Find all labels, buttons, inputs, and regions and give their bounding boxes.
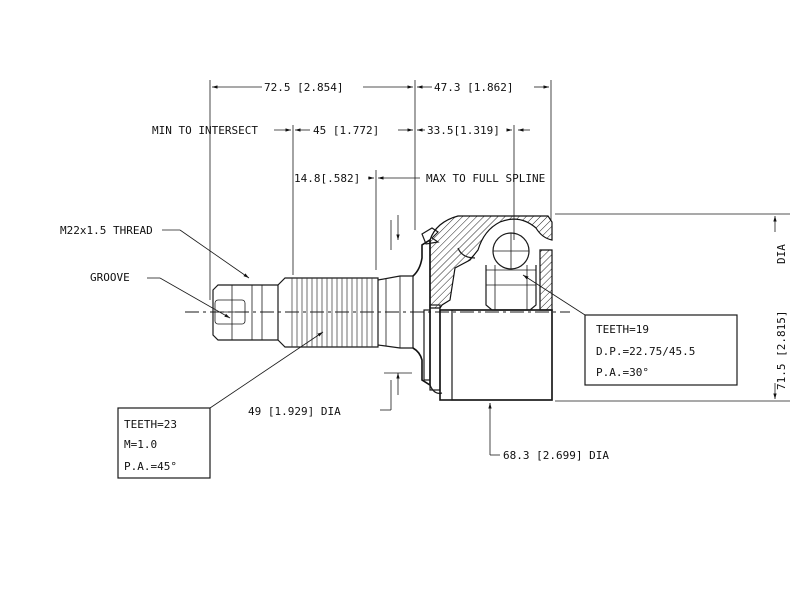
dim-row-2: MIN TO INTERSECT 45 [1.772] 33.5[1.319]: [152, 124, 530, 137]
min-to-intersect-label: MIN TO INTERSECT: [152, 124, 258, 137]
teeth-right-pressure-angle: P.A.=30°: [596, 366, 649, 379]
dim-row-1: 72.5 [2.854] 47.3 [1.862]: [212, 81, 549, 94]
teeth-right-callout: TEETH=19 D.P.=22.75/45.5 P.A.=30°: [522, 274, 738, 386]
dim-45: 45 [1.772]: [313, 124, 379, 137]
dim-71-5-label: 71.5 [2.815]: [775, 311, 788, 390]
dim-68-3-label: 68.3 [2.699] DIA: [503, 449, 609, 462]
outer-bell: [429, 215, 553, 311]
dim-49-dia: 49 [1.929] DIA: [248, 372, 412, 418]
teeth-left-callout: TEETH=23 M=1.0 P.A.=45°: [117, 331, 324, 479]
spline-section: [277, 277, 379, 348]
thread-callout: M22x1.5 THREAD: [60, 224, 250, 279]
groove-callout: GROOVE: [90, 271, 231, 319]
dim-68-3-dia: 68.3 [2.699] DIA: [488, 403, 609, 462]
max-to-full-spline-label: MAX TO FULL SPLINE: [426, 172, 545, 185]
dim-72-5: 72.5 [2.854]: [264, 81, 343, 94]
teeth-right-diametral-pitch: D.P.=22.75/45.5: [596, 345, 695, 358]
teeth-left-count: TEETH=23: [124, 418, 177, 431]
dim-row-3: 14.8[.582] MAX TO FULL SPLINE: [294, 172, 545, 185]
dim-47-3: 47.3 [1.862]: [434, 81, 513, 94]
dim-49-label: 49 [1.929] DIA: [248, 405, 341, 418]
extension-lines: [209, 80, 790, 402]
stub-body: [439, 309, 553, 401]
dim-14-8: 14.8[.582]: [294, 172, 360, 185]
dim-33-5: 33.5[1.319]: [427, 124, 500, 137]
dia-label: DIA: [775, 244, 788, 264]
teeth-left-module: M=1.0: [124, 438, 157, 451]
teeth-right-count: TEETH=19: [596, 323, 649, 336]
shaft-neck: [377, 275, 414, 349]
groove-label: GROOVE: [90, 271, 130, 284]
teeth-left-pressure-angle: P.A.=45°: [124, 460, 177, 473]
thread-label: M22x1.5 THREAD: [60, 224, 153, 237]
dim-71-5-dia: DIA 71.5 [2.815]: [773, 216, 788, 399]
ball-cage: [485, 232, 537, 311]
